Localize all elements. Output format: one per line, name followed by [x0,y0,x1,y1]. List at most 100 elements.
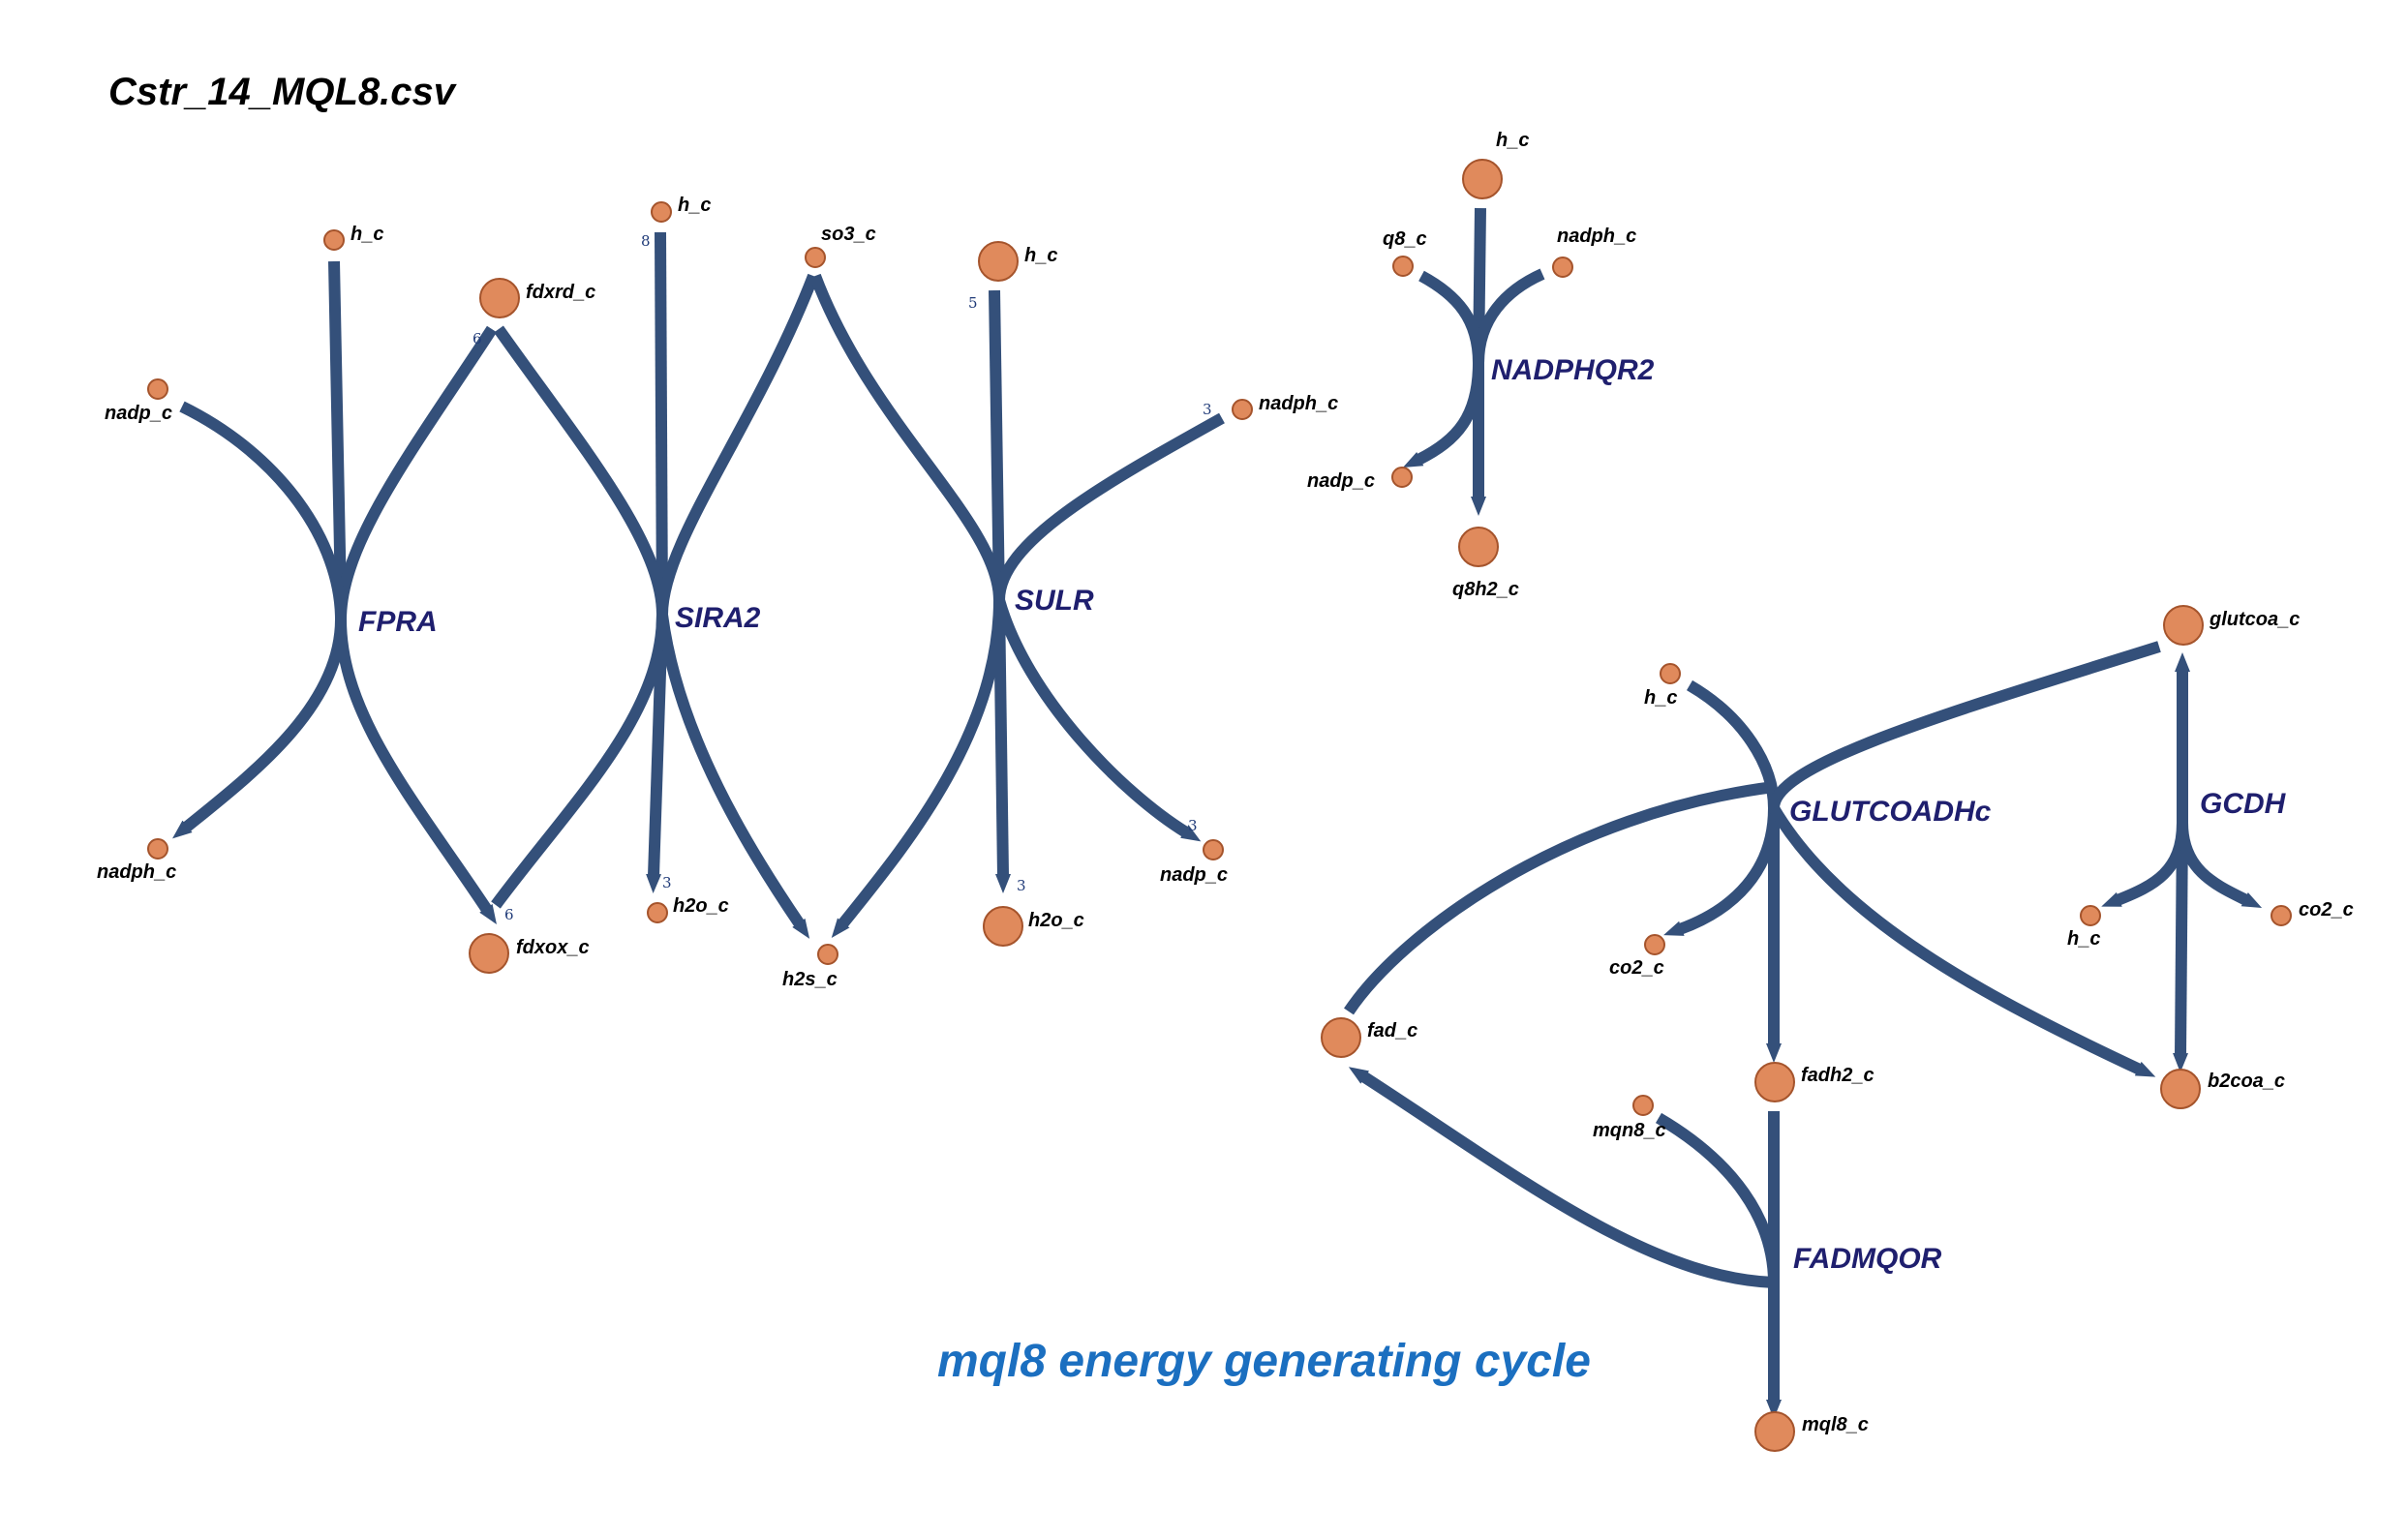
metabolite-node-sira2-h2o[interactable] [647,902,668,923]
metabolite-label-glutcoa: glutcoa_c [2209,609,2300,630]
metabolite-label-nq-h: h_c [1496,130,1529,151]
metabolite-label-sulr-nadp: nadp_c [1160,864,1228,886]
reaction-labels: FPRA SIRA2 SULR NADPHQR2 GLUTCOADHc GCDH… [358,354,2287,1275]
edge-sulr-so3 [809,273,1005,601]
metabolite-node-sulr-h2o[interactable] [983,906,1023,947]
metabolite-node-mql8[interactable] [1754,1411,1795,1452]
metabolite-node-b2coa[interactable] [2160,1069,2201,1109]
edge-gc-b2coa [2173,822,2189,1072]
metabolite-node-sira2-h[interactable] [651,201,672,223]
metabolite-label-gl-h: h_c [1644,687,1677,709]
edge-sulr-nadph [993,412,1225,601]
metabolite-node-gc-h[interactable] [2080,905,2101,926]
metabolite-label-gc-h: h_c [2067,928,2100,950]
metabolite-node-glutcoa[interactable] [2163,605,2204,646]
metabolite-label-nq-nadph: nadph_c [1557,226,1636,247]
edge-gl-glutcoa [1768,641,2161,809]
metabolite-label-h2s: h2s_c [782,969,838,990]
stoichiometry-labels: 6 6 8 3 5 3 3 3 [472,232,1212,923]
metabolite-node-nq-nadph[interactable] [1552,256,1573,278]
reaction-label-fpra: FPRA [358,606,438,638]
edge-sira2-fdxrd [494,325,668,616]
edge-sulr-h2o [993,599,1011,893]
metabolite-node-gc-co2[interactable] [2271,905,2292,926]
metabolite-node-fdxrd[interactable] [479,278,520,318]
metabolite-node-sulr-h[interactable] [978,241,1019,282]
edge-sira2-h2o [646,614,668,893]
metabolite-label-fdxrd: fdxrd_c [526,282,595,303]
edge-gc-co2 [2177,822,2263,909]
reaction-label-glutcoadhc: GLUTCOADHc [1789,796,1992,828]
metabolite-node-fad[interactable] [1321,1017,1361,1058]
metabolite-label-fdxox: fdxox_c [516,937,590,958]
metabolite-node-gl-co2[interactable] [1644,934,1665,955]
stoich-sulr-h2o: 3 [1017,877,1026,894]
metabolite-label-gc-co2: co2_c [2299,899,2354,920]
metabolite-node-nq-nadp[interactable] [1391,467,1413,488]
edge-gl-co2 [1663,807,1780,936]
stoich-sulr-nadph: 3 [1203,401,1212,418]
metabolite-label-fpra-nadph: nadph_c [97,861,176,883]
stoich-sira2-h2o: 3 [662,874,672,891]
stoich-sulr-nadp: 3 [1188,817,1198,834]
metabolite-nodes: h_c fdxrd_c nadp_c nadph_c fdxox_c h_c s… [97,130,2354,1452]
stoich-sira2-h: 8 [641,232,651,250]
edge-sira2-so3 [656,273,819,616]
metabolite-node-fadh2[interactable] [1754,1062,1795,1102]
metabolite-node-q8[interactable] [1392,256,1414,277]
edge-sira2-h2s [656,614,810,939]
edge-sulr-h [989,289,1005,601]
metabolite-node-mqn8[interactable] [1632,1095,1654,1116]
cycle-caption: mql8 energy generating cycle [937,1336,1591,1387]
edge-sulr-h2s [831,599,1005,939]
edge-gl-fad [1344,781,1775,1015]
metabolite-label-q8: q8_c [1383,228,1427,250]
reaction-label-sira2: SIRA2 [675,602,761,634]
edge-nq-q8 [1418,270,1484,364]
metabolite-label-mqn8: mqn8_c [1593,1120,1666,1141]
metabolite-node-fpra-nadph[interactable] [147,838,168,860]
edge-fpra-nadph [172,619,347,839]
edge-fpra-fdxox [335,619,497,924]
edge-sira2-fdxox [491,614,668,909]
metabolite-label-b2coa: b2coa_c [2208,1071,2285,1092]
stoich-fpra-fdxrd: 6 [472,330,482,347]
edge-nq-nadp [1402,362,1484,468]
metabolite-label-mql8: mql8_c [1802,1414,1869,1435]
metabolite-label-fpra-nadp: nadp_c [105,403,172,424]
edge-nq-nadph [1473,268,1545,364]
metabolite-label-sulr-h: h_c [1024,245,1057,266]
metabolite-label-gl-co2: co2_c [1609,957,1664,979]
reaction-edges [172,207,2263,1419]
metabolite-label-sira2-h: h_c [678,195,711,216]
stoich-sulr-h: 5 [968,294,978,312]
metabolite-label-sulr-nadph: nadph_c [1259,393,1338,414]
edge-gl-h [1686,679,1780,809]
metabolite-label-sira2-h2o: h2o_c [673,895,729,917]
map-title: Cstr_14_MQL8.csv [108,71,458,113]
edge-gl-b2coa [1768,804,2156,1077]
metabolite-node-fdxox[interactable] [469,933,509,974]
edge-fpra-nadp [179,401,347,620]
metabolite-node-nq-h[interactable] [1462,159,1503,199]
edge-gc-h [2101,822,2188,907]
edge-fpra-fdxrd [335,325,498,620]
metabolite-node-q8h2[interactable] [1458,527,1499,567]
metabolite-label-nq-nadp: nadp_c [1307,470,1375,492]
metabolite-node-gl-h[interactable] [1660,663,1681,684]
metabolite-label-q8h2: q8h2_c [1452,579,1519,600]
metabolite-label-sulr-h2o: h2o_c [1028,910,1084,931]
metabolite-node-sulr-nadph[interactable] [1232,399,1253,420]
metabolite-node-h2s[interactable] [817,944,838,965]
metabolite-node-fpra-h[interactable] [323,229,345,251]
edge-sulr-nadp [993,598,1202,842]
metabolite-node-sulr-nadp[interactable] [1203,839,1224,860]
metabolite-node-fpra-nadp[interactable] [147,378,168,400]
metabolite-label-so3: so3_c [821,224,876,245]
reaction-label-fadmqor: FADMQOR [1793,1243,1942,1275]
metabolite-node-so3[interactable] [805,247,826,268]
metabolite-label-fadh2: fadh2_c [1801,1065,1875,1086]
edge-sira2-h [655,231,668,616]
reaction-label-gcdh: GCDH [2200,788,2287,820]
